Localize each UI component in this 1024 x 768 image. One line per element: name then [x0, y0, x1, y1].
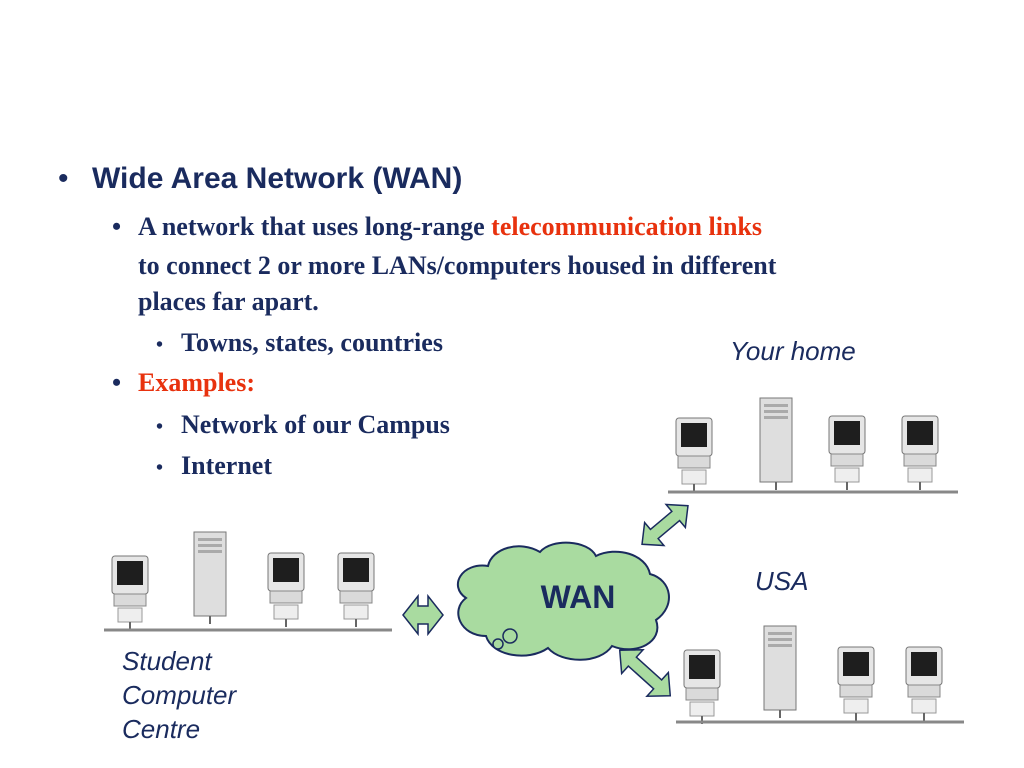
bullet-glyph: •: [112, 212, 122, 241]
campus-label: Student Computer Centre: [122, 644, 236, 746]
bullet-definition: • A network that uses long-range telecomm…: [112, 212, 762, 242]
bullet-examples: • Examples:: [112, 368, 255, 398]
home-lan: [668, 397, 958, 494]
computer-icon: [675, 417, 713, 493]
definition-line-2: to connect 2 or more LANs/computers hous…: [138, 251, 777, 280]
slide-heading: Wide Area Network (WAN): [92, 162, 463, 195]
computer-icon: [901, 415, 939, 491]
campus-lan: [104, 531, 392, 632]
double-arrow-icon: [618, 648, 672, 698]
definition-line-3: places far apart.: [138, 287, 319, 316]
bullet-1: • Wide Area Network (WAN): [58, 162, 462, 196]
campus-label-line: Centre: [122, 714, 201, 744]
computer-icon: [828, 415, 866, 491]
usa-lan: [676, 625, 964, 725]
server-icon: [763, 625, 797, 719]
computer-icon: [267, 552, 305, 628]
computer-icon: [905, 646, 943, 722]
link-arrow-home: [641, 503, 689, 547]
example-text: Internet: [181, 451, 272, 480]
computer-icon: [337, 552, 375, 628]
server-icon: [193, 531, 227, 625]
computer-icon: [111, 555, 149, 631]
home-label: Your home: [730, 336, 856, 366]
link-arrow-usa: [618, 648, 672, 698]
double-arrow-icon: [641, 503, 689, 547]
definition-text: A network that uses long-range: [138, 212, 492, 241]
wan-cloud: WAN: [456, 541, 670, 661]
computer-icon: [683, 649, 721, 725]
campus-label-line: Computer: [122, 680, 237, 710]
examples-label: Examples:: [138, 368, 255, 397]
double-arrow-icon: [402, 593, 444, 637]
bullet-glyph: •: [156, 334, 164, 356]
bullet-scope: • Towns, states, countries: [156, 328, 443, 358]
example-text: Network of our Campus: [181, 410, 450, 439]
campus-label-line: Student: [122, 646, 212, 676]
computer-icon: [837, 646, 875, 722]
definition-highlight: telecommunication links: [491, 212, 763, 241]
usa-label: USA: [755, 566, 809, 596]
example-item: • Internet: [156, 451, 272, 481]
bullet-glyph: •: [112, 368, 122, 397]
wan-label: WAN: [541, 579, 616, 615]
link-arrow-campus: [402, 593, 444, 637]
bullet-glyph: •: [156, 416, 164, 438]
example-item: • Network of our Campus: [156, 410, 450, 440]
bullet-glyph: •: [156, 457, 164, 479]
server-icon: [759, 397, 793, 491]
bullet-glyph: •: [58, 162, 69, 195]
scope-text: Towns, states, countries: [181, 328, 443, 357]
